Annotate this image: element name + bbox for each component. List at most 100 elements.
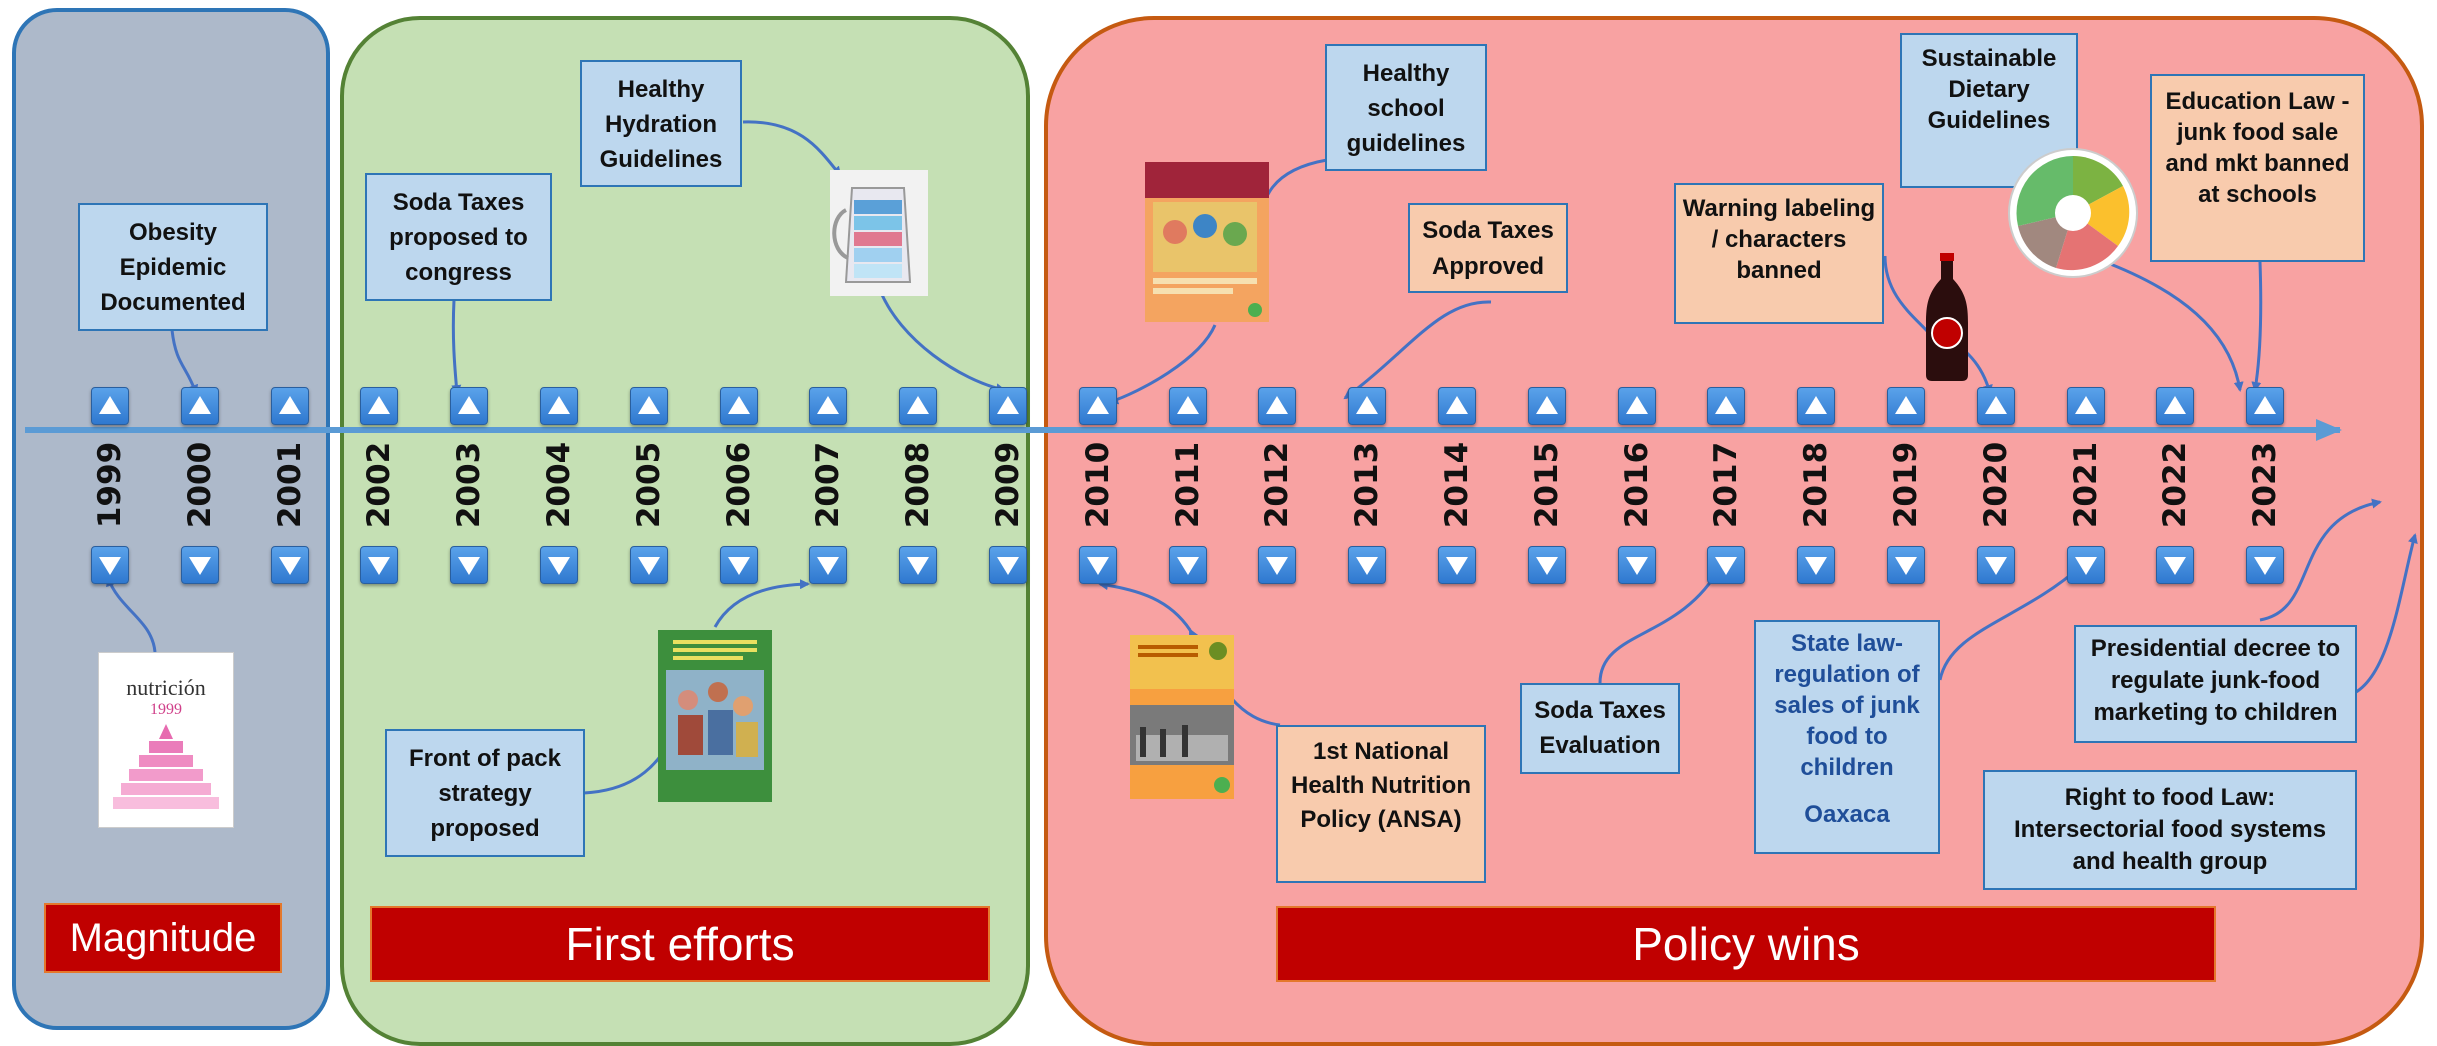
year-marker-down — [1797, 546, 1835, 584]
year-marker-down — [1348, 546, 1386, 584]
year-marker-up — [1618, 387, 1656, 425]
event-soda-taxes-approved: Soda Taxes Approved — [1408, 203, 1568, 293]
year-label: 2011 — [1170, 441, 1206, 529]
year-marker-down — [1618, 546, 1656, 584]
event-healthy-hydration: Healthy Hydration Guidelines — [580, 60, 742, 187]
connector-hydration — [742, 120, 842, 177]
year-marker-up — [1797, 387, 1835, 425]
year-marker-down — [720, 546, 758, 584]
dietary-plate-image — [2006, 146, 2140, 280]
year-label: 1999 — [92, 441, 128, 529]
year-marker-down — [1707, 546, 1745, 584]
year-marker-down — [181, 546, 219, 584]
connector-book — [713, 579, 810, 628]
nutricion-1999-cover-image: nutrición 1999 — [98, 652, 234, 828]
event-healthy-school: Healthy school guidelines — [1325, 44, 1487, 171]
year-marker-up — [1438, 387, 1476, 425]
year-marker-down — [1169, 546, 1207, 584]
year-marker-up — [1079, 387, 1117, 425]
year-marker-up — [899, 387, 937, 425]
connector-obesity — [170, 329, 199, 395]
phase-label-first-efforts: First efforts — [370, 906, 990, 982]
year-marker-up — [1258, 387, 1296, 425]
event-soda-taxes-proposed: Soda Taxes proposed to congress — [365, 173, 552, 301]
year-marker-up — [809, 387, 847, 425]
year-label: 2002 — [361, 441, 397, 529]
year-label: 2003 — [451, 441, 487, 529]
year-marker-down — [91, 546, 129, 584]
year-marker-down — [989, 546, 1027, 584]
year-marker-down — [1079, 546, 1117, 584]
year-marker-down — [899, 546, 937, 584]
connector-school-book — [1108, 324, 1217, 405]
year-marker-down — [1258, 546, 1296, 584]
ansa-policy-book-image — [1130, 635, 1234, 799]
magnitude-panel — [12, 8, 330, 1030]
connector-education — [2251, 261, 2263, 392]
year-marker-up — [2067, 387, 2105, 425]
state-law-text: State law- regulation of sales of junk f… — [1774, 630, 1920, 781]
phase-label-magnitude: Magnitude — [44, 903, 282, 973]
connector-soda-eval — [1598, 565, 1722, 684]
year-label: 2006 — [721, 441, 757, 529]
year-marker-up — [540, 387, 578, 425]
year-marker-up — [2246, 387, 2284, 425]
year-marker-up — [271, 387, 309, 425]
year-marker-down — [1528, 546, 1566, 584]
connector-right-food — [2349, 533, 2418, 697]
year-marker-up — [450, 387, 488, 425]
event-soda-taxes-evaluation: Soda Taxes Evaluation — [1520, 683, 1680, 774]
connector-presidential — [2259, 498, 2382, 622]
year-label: 2018 — [1798, 441, 1834, 529]
year-label: 2000 — [182, 441, 218, 529]
year-label: 2015 — [1529, 441, 1565, 529]
year-label: 2007 — [810, 441, 846, 529]
connector-nutricion — [106, 576, 157, 653]
year-label: 2020 — [1978, 441, 2014, 529]
event-front-of-pack: Front of pack strategy proposed — [385, 729, 585, 857]
event-right-to-food: Right to food Law: Intersectorial food s… — [1983, 770, 2357, 890]
year-marker-down — [450, 546, 488, 584]
year-marker-up — [1169, 387, 1207, 425]
year-marker-up — [91, 387, 129, 425]
year-marker-up — [1887, 387, 1925, 425]
year-label: 2010 — [1080, 441, 1116, 529]
event-sustainable-dietary: Sustainable Dietary Guidelines — [1900, 33, 2078, 188]
event-ansa-policy: 1st National Health Nutrition Policy (AN… — [1276, 725, 1486, 883]
year-marker-up — [989, 387, 1027, 425]
year-marker-up — [181, 387, 219, 425]
year-marker-down — [1977, 546, 2015, 584]
year-marker-down — [271, 546, 309, 584]
year-marker-up — [1707, 387, 1745, 425]
year-marker-up — [1528, 387, 1566, 425]
connector-school — [1255, 158, 1328, 227]
year-marker-down — [2246, 546, 2284, 584]
year-label: 2012 — [1259, 441, 1295, 529]
year-marker-down — [360, 546, 398, 584]
year-marker-up — [720, 387, 758, 425]
year-marker-down — [630, 546, 668, 584]
year-label: 2021 — [2068, 441, 2104, 529]
year-label: 2013 — [1349, 441, 1385, 529]
state-law-place: Oaxaca — [1804, 801, 1890, 828]
hydration-pitcher-image — [830, 170, 928, 296]
year-marker-down — [2156, 546, 2194, 584]
connector-pitcher — [878, 289, 1006, 394]
year-marker-up — [360, 387, 398, 425]
year-label: 2017 — [1708, 441, 1744, 529]
year-marker-down — [2067, 546, 2105, 584]
year-label: 2019 — [1888, 441, 1924, 529]
connector-soda-approved — [1343, 300, 1492, 400]
year-label: 2014 — [1439, 441, 1475, 529]
event-warning-labeling: Warning labeling / characters banned — [1674, 183, 1884, 324]
year-marker-down — [1438, 546, 1476, 584]
school-guidelines-book-image — [1145, 162, 1269, 322]
year-marker-down — [1887, 546, 1925, 584]
event-presidential-decree: Presidential decree to regulate junk-foo… — [2074, 625, 2357, 743]
year-marker-up — [1348, 387, 1386, 425]
year-label: 2001 — [272, 441, 308, 529]
year-marker-down — [540, 546, 578, 584]
year-label: 2008 — [900, 441, 936, 529]
front-of-pack-book-image — [658, 630, 772, 802]
year-label: 2023 — [2247, 441, 2283, 529]
